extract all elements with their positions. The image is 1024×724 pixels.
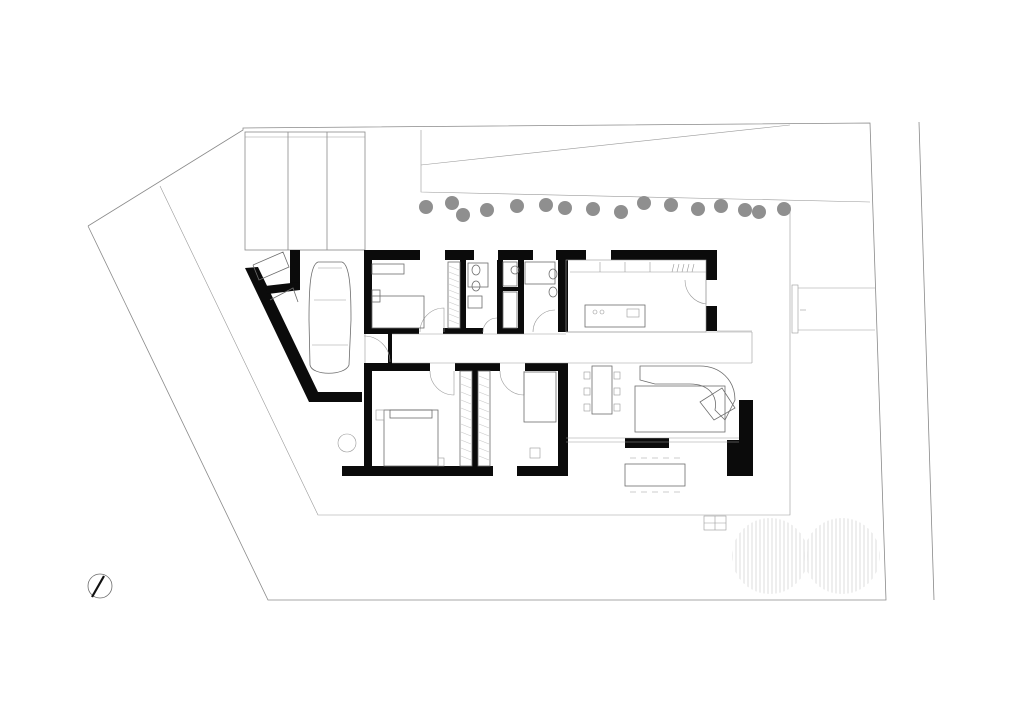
tree-icon xyxy=(510,199,524,213)
tree-row xyxy=(419,196,791,222)
bedroom-master xyxy=(375,409,445,467)
bedroom-second xyxy=(523,371,557,459)
car-icon xyxy=(308,261,352,374)
tree-icon xyxy=(777,202,791,216)
tree-icon xyxy=(539,198,553,212)
door-swings xyxy=(363,279,707,396)
tree-icon xyxy=(419,200,433,214)
tree-icon xyxy=(752,205,766,219)
kitchen-island xyxy=(584,304,646,328)
parking-stalls xyxy=(244,131,366,251)
garage xyxy=(245,249,366,402)
lawn-wedge xyxy=(420,124,871,203)
entry-gate xyxy=(703,284,875,531)
site-boundary xyxy=(87,121,935,601)
tree-icon xyxy=(480,203,494,217)
tree-icon xyxy=(714,199,728,213)
terrace-table xyxy=(337,433,686,493)
bathrooms xyxy=(467,261,558,329)
dining-table xyxy=(583,365,621,415)
paving-hatch xyxy=(732,518,880,594)
tree-icon xyxy=(691,202,705,216)
tree-icon xyxy=(456,208,470,222)
living-sofa xyxy=(634,365,736,433)
house-walls xyxy=(342,250,753,476)
wardrobes xyxy=(447,261,491,467)
interior-lines xyxy=(392,259,753,443)
bedroom-small xyxy=(371,263,425,329)
tree-icon xyxy=(586,202,600,216)
north-arrow-icon xyxy=(87,573,113,599)
tree-icon xyxy=(664,198,678,212)
tree-icon xyxy=(558,201,572,215)
tree-icon xyxy=(445,196,459,210)
tree-icon xyxy=(738,203,752,217)
tree-icon xyxy=(637,196,651,210)
tree-icon xyxy=(614,205,628,219)
